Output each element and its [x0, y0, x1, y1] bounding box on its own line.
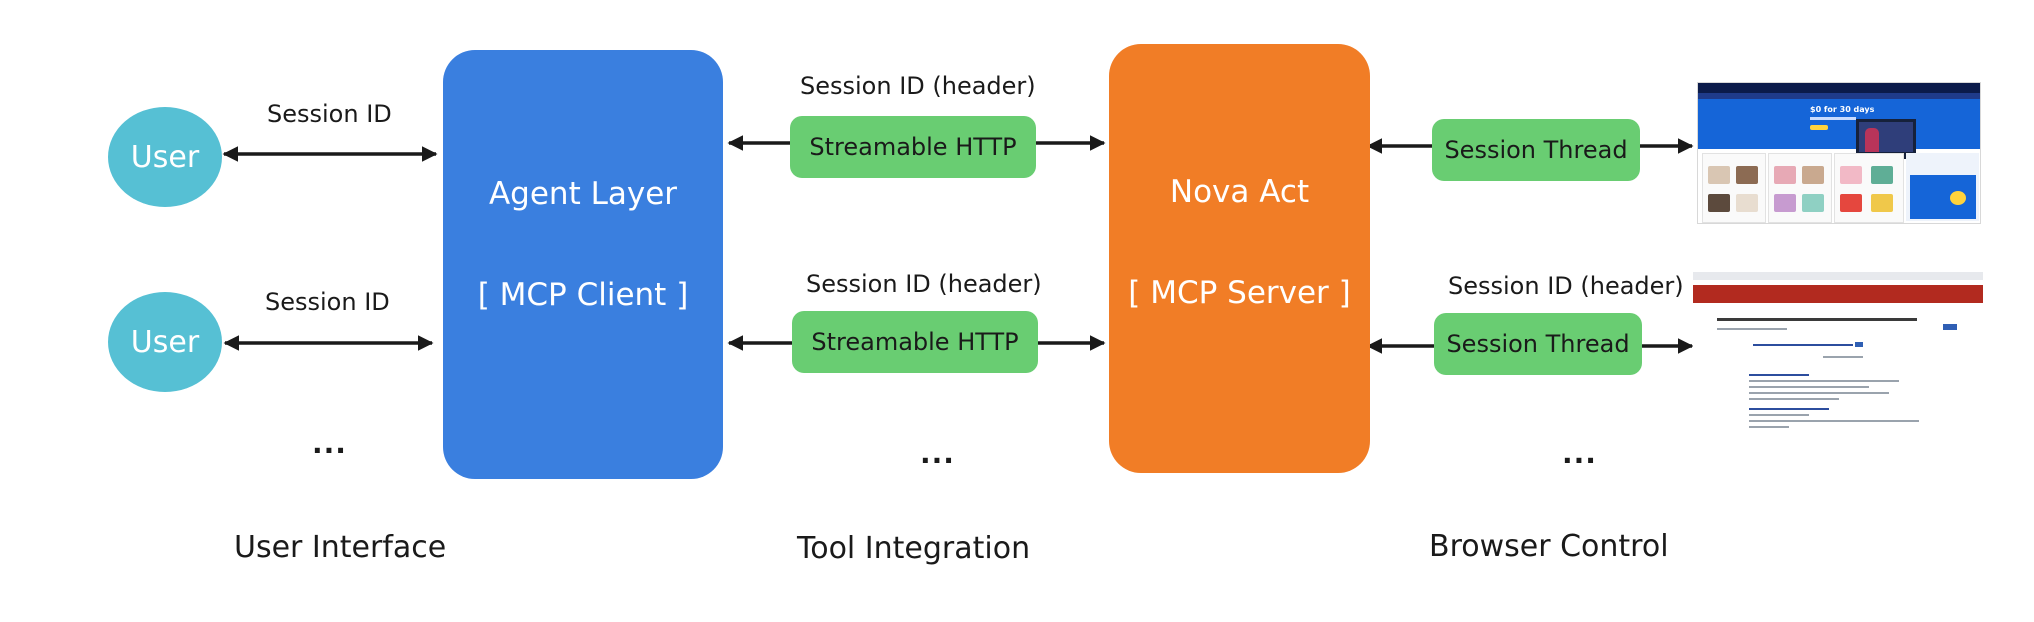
- thread-label: Session Thread: [1444, 136, 1628, 164]
- browser-tab-bar: [1693, 272, 1983, 280]
- session-header-label-1: Session ID (header): [800, 72, 1036, 100]
- session-id-label-1: Session ID: [267, 100, 392, 128]
- transport-label: Streamable HTTP: [811, 328, 1019, 356]
- users-ellipsis: ...: [312, 427, 347, 460]
- agent-layer-box: Agent Layer [ MCP Client ]: [443, 50, 723, 479]
- streamable-http-pill-1: Streamable HTTP: [790, 116, 1036, 178]
- browser-ellipsis: ...: [1562, 437, 1597, 470]
- promo-banner-button: [1810, 125, 1828, 130]
- site-nav-bar: [1698, 93, 1980, 99]
- section-user-interface: User Interface: [234, 530, 447, 565]
- shopping-page-screenshot: $0 for 30 days: [1697, 82, 1981, 224]
- browser-session-header-label: Session ID (header): [1448, 272, 1684, 300]
- search-button: [1943, 324, 1957, 330]
- session-header-label-2: Session ID (header): [806, 270, 1042, 298]
- section-tool-integration: Tool Integration: [797, 531, 1031, 566]
- section-browser-control: Browser Control: [1429, 529, 1669, 564]
- transport-label: Streamable HTTP: [809, 133, 1017, 161]
- agent-layer-title: Agent Layer: [488, 175, 678, 212]
- streamable-http-pill-2: Streamable HTTP: [792, 311, 1038, 373]
- user-node-1: User: [108, 107, 222, 207]
- tv-image: [1856, 119, 1916, 159]
- user-label: User: [130, 139, 200, 175]
- thread-label: Session Thread: [1446, 330, 1630, 358]
- side-ad: [1910, 175, 1976, 219]
- nova-act-box: Nova Act [ MCP Server ]: [1109, 44, 1370, 473]
- session-thread-pill-2: Session Thread: [1434, 313, 1642, 375]
- session-id-label-2: Session ID: [265, 288, 390, 316]
- promo-banner-title: $0 for 30 days: [1810, 105, 1875, 114]
- nova-act-title: Nova Act: [1169, 173, 1310, 210]
- agent-layer-subtitle: [ MCP Client ]: [477, 276, 689, 313]
- tools-ellipsis: ...: [920, 437, 955, 470]
- nova-act-subtitle: [ MCP Server ]: [1128, 274, 1351, 311]
- promo-banner: [1698, 99, 1980, 159]
- site-header: [1698, 83, 1980, 93]
- product-card: [1834, 153, 1904, 223]
- user-node-2: User: [108, 292, 222, 392]
- product-card: [1702, 153, 1766, 223]
- promo-banner-subtitle: [1810, 117, 1856, 120]
- search-results-screenshot: [1693, 272, 1983, 432]
- user-label: User: [130, 324, 200, 360]
- site-header: [1693, 285, 1983, 303]
- product-card: [1768, 153, 1832, 223]
- session-thread-pill-1: Session Thread: [1432, 119, 1640, 181]
